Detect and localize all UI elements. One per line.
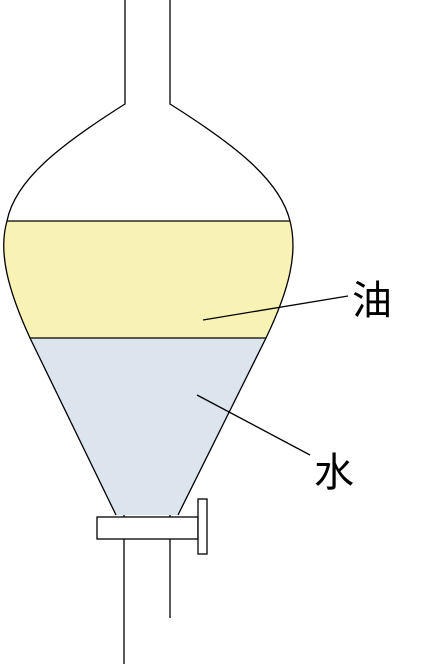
funnel-body-outline-right	[169, 0, 294, 516]
stopcock-knob	[197, 498, 208, 555]
water-leader-line	[196, 394, 311, 456]
funnel-body-outline-left	[3, 0, 126, 516]
water-layer	[30, 338, 266, 515]
stopcock-handle	[96, 516, 199, 540]
oil-layer	[3, 221, 294, 338]
water-label: 水	[314, 450, 354, 496]
oil-label: 油	[352, 278, 392, 324]
oil-leader-line	[202, 295, 349, 321]
